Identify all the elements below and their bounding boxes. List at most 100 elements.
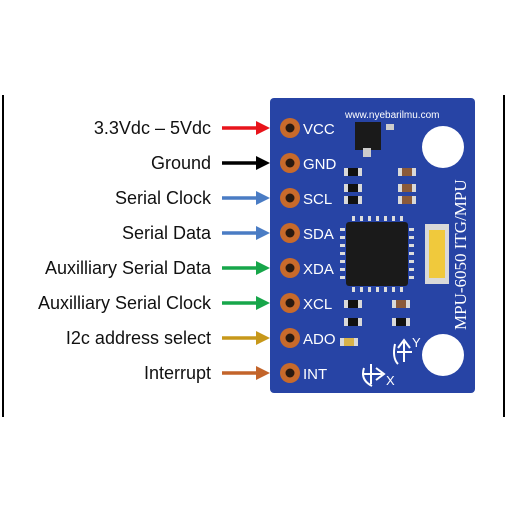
smd-body	[348, 184, 358, 192]
smd-component	[340, 338, 358, 346]
pin-description: I2c address select	[66, 328, 211, 348]
regulator-pin	[363, 148, 371, 157]
axis-indicator	[362, 338, 412, 387]
pin-arrow	[222, 226, 270, 240]
chip-lead	[376, 287, 379, 292]
mounting-hole-bottom	[422, 334, 464, 376]
regulator-tab	[386, 124, 394, 130]
pin-arrow-head	[256, 156, 270, 170]
smd-component	[398, 196, 416, 204]
smd-body	[348, 300, 358, 308]
smd-component	[344, 196, 362, 204]
pin-name: XDA	[303, 261, 334, 278]
pin-description: 3.3Vdc – 5Vdc	[94, 118, 211, 138]
mpu-chip	[346, 222, 408, 286]
smd-component	[344, 168, 362, 176]
pin-row: ADO I2c address select	[66, 328, 336, 348]
chip-lead	[340, 252, 345, 255]
chip-lead	[392, 287, 395, 292]
axis-x-arrow	[375, 367, 386, 381]
chip-lead	[400, 287, 403, 292]
chip-lead	[352, 216, 355, 221]
smd-component	[392, 318, 410, 326]
chip-lead	[368, 287, 371, 292]
pin-arrow	[222, 191, 270, 205]
pin-arrow	[222, 261, 270, 275]
chip-lead	[368, 216, 371, 221]
axis-y-label: Y	[412, 335, 421, 350]
watermark-text: www.nyebarilmu.com	[344, 110, 439, 121]
smd-body	[402, 196, 412, 204]
pin-description: Serial Data	[122, 223, 212, 243]
chip-lead	[340, 244, 345, 247]
pin-hole	[285, 333, 295, 343]
regulator-chip	[355, 122, 381, 150]
pin-row: SDA Serial Data	[122, 223, 334, 243]
chip-lead	[340, 260, 345, 263]
pin-arrow-head	[256, 226, 270, 240]
pin-arrow	[222, 366, 270, 380]
pin-arrow-head	[256, 366, 270, 380]
pin-arrow	[222, 331, 270, 345]
axis-rotation-arc	[362, 367, 373, 387]
smd-body	[348, 168, 358, 176]
smd-body	[348, 318, 358, 326]
pin-arrow-head	[256, 191, 270, 205]
chip-lead	[384, 216, 387, 221]
pin-description: Ground	[151, 153, 211, 173]
chip-lead	[392, 216, 395, 221]
smd-component	[392, 300, 410, 308]
pin-name: ADO	[303, 331, 336, 348]
chip-lead	[376, 216, 379, 221]
pin-row: XDA Auxilliary Serial Data	[45, 258, 334, 278]
chip-lead	[360, 216, 363, 221]
chip-lead	[409, 244, 414, 247]
pin-row: INT Interrupt	[144, 363, 327, 383]
pin-name: XCL	[303, 296, 332, 313]
axis-rotation-arc-2	[393, 343, 399, 365]
chip-lead	[384, 287, 387, 292]
model-text: MPU-6050 ITG/MPU	[451, 179, 470, 330]
mounting-hole-top	[422, 126, 464, 168]
pin-hole	[285, 193, 295, 203]
pin-hole	[285, 298, 295, 308]
pin-arrow-head	[256, 331, 270, 345]
pin-arrow-head	[256, 296, 270, 310]
smd-body	[396, 318, 406, 326]
chip-lead	[352, 287, 355, 292]
smd-component	[398, 184, 416, 192]
smd-component	[398, 168, 416, 176]
pin-arrow-head	[256, 121, 270, 135]
pin-hole	[285, 368, 295, 378]
smd-component	[344, 300, 362, 308]
pin-name: SDA	[303, 226, 334, 243]
pin-hole	[285, 123, 295, 133]
smd-body	[396, 300, 406, 308]
smd-body	[348, 196, 358, 204]
axis-x-label: X	[386, 373, 395, 388]
chip-lead	[409, 228, 414, 231]
pin-arrow	[222, 296, 270, 310]
pin-description: Auxilliary Serial Clock	[38, 293, 212, 313]
smd-body	[402, 168, 412, 176]
smd-body	[344, 338, 354, 346]
chip-lead	[400, 216, 403, 221]
pin-hole	[285, 228, 295, 238]
chip-lead	[409, 276, 414, 279]
chip-lead	[409, 252, 414, 255]
smd-component	[344, 318, 362, 326]
chip-lead	[340, 276, 345, 279]
pin-description: Auxilliary Serial Data	[45, 258, 212, 278]
smd-component	[344, 184, 362, 192]
pin-description: Interrupt	[144, 363, 211, 383]
chip-lead	[340, 228, 345, 231]
pin-name: INT	[303, 366, 327, 383]
axis-y-arrow	[397, 338, 411, 349]
chip-lead	[409, 236, 414, 239]
pin-name: SCL	[303, 191, 332, 208]
chip-lead	[409, 268, 414, 271]
